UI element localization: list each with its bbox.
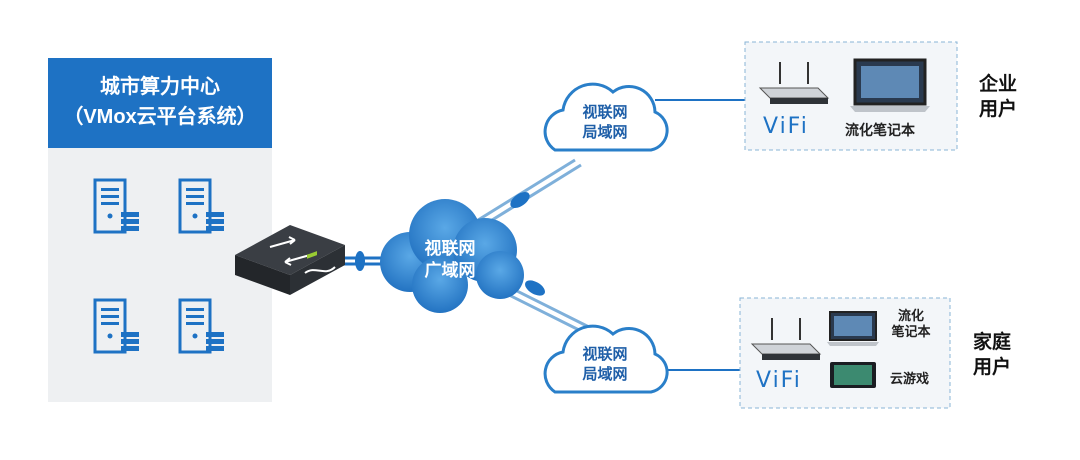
lan-cloud-top-icon: [543, 82, 669, 152]
wan-cloud-icon: [380, 199, 524, 313]
wan-cloud-label: 视联网 广域网: [415, 238, 485, 282]
home-game-label: 云游戏: [890, 371, 930, 386]
home-user-line2: 用户: [972, 357, 1011, 378]
lan-cloud-bottom-line2: 局域网: [582, 366, 628, 383]
home-laptop-line2: 笔记本: [891, 324, 931, 339]
network-switch-icon: [235, 225, 345, 295]
enterprise-user-label: 企业 用户: [968, 72, 1028, 122]
wan-cloud-line2: 广域网: [424, 261, 476, 280]
router-icon: [750, 318, 822, 360]
lan-cloud-top-line2: 局域网: [582, 124, 628, 141]
lan-cloud-bottom-line1: 视联网: [582, 346, 628, 363]
datacenter-header: 城市算力中心 （VMox云平台系统）: [48, 58, 272, 148]
server-icon: [178, 298, 226, 354]
enterprise-laptop-label: 流化笔记本: [845, 122, 915, 138]
home-user-label: 家庭 用户: [962, 330, 1022, 380]
laptop-icon: [850, 58, 930, 112]
home-laptop-line1: 流化: [897, 308, 924, 323]
home-laptop-label: 流化 笔记本: [886, 308, 936, 340]
server-icon: [178, 178, 226, 234]
server-icon: [93, 298, 141, 354]
link-connector: [510, 192, 530, 208]
lan-cloud-top-label: 视联网 局域网: [570, 103, 640, 143]
lan-cloud-bottom-icon: [543, 324, 669, 394]
home-vifi-label: ViFi: [756, 368, 802, 393]
enterprise-vifi-label: ViFi: [763, 114, 809, 139]
router-icon: [758, 62, 830, 104]
datacenter-title: 城市算力中心: [100, 76, 220, 98]
lan-cloud-top-line1: 视联网: [582, 104, 628, 121]
laptop-icon: [827, 311, 879, 346]
lan-cloud-bottom-label: 视联网 局域网: [570, 345, 640, 385]
datacenter-subtitle: （VMox云平台系统）: [63, 106, 257, 128]
home-user-line1: 家庭: [972, 332, 1011, 353]
enterprise-user-line2: 用户: [978, 99, 1017, 120]
tablet-icon: [830, 362, 876, 388]
server-icon: [93, 178, 141, 234]
wan-cloud-line1: 视联网: [424, 239, 476, 258]
link-connector: [525, 280, 545, 296]
enterprise-user-line1: 企业: [978, 74, 1017, 95]
link-connector: [355, 251, 365, 271]
